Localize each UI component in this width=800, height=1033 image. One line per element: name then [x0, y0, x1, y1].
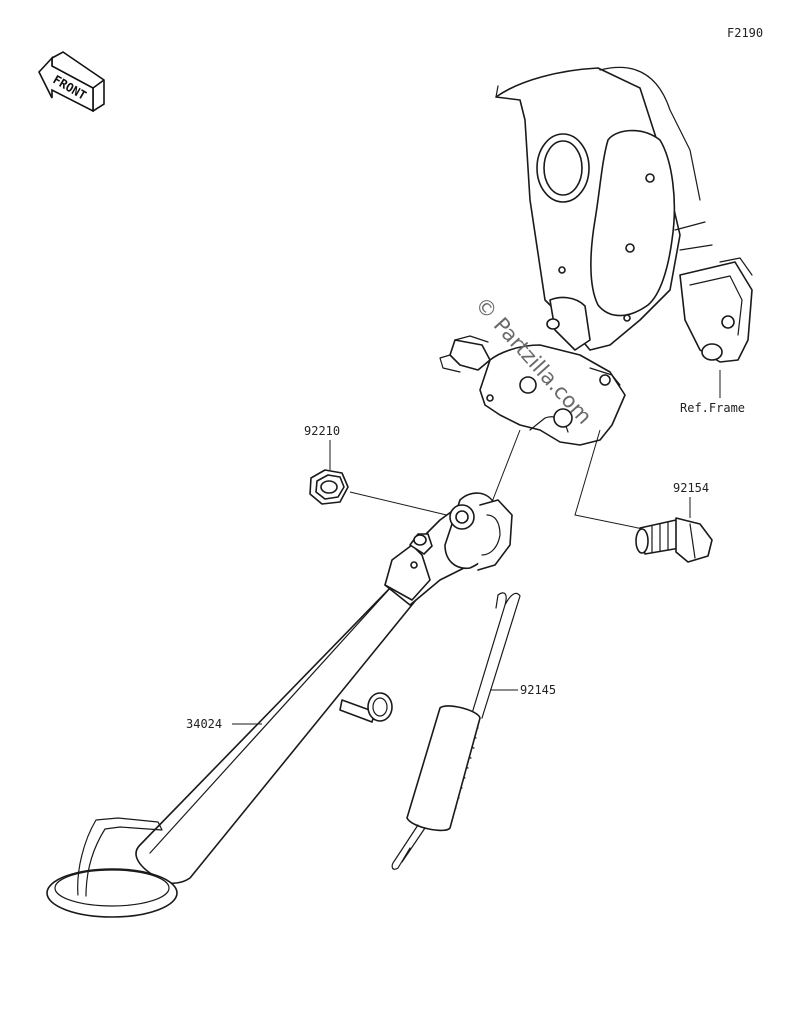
stand-part-number: 34024 — [186, 717, 222, 731]
guide-line-nut — [349, 491, 456, 518]
nut-92210 — [309, 469, 349, 505]
bolt-92154 — [635, 517, 713, 563]
bolt-part-number: 92154 — [673, 481, 709, 495]
side-stand-34024 — [46, 492, 513, 918]
spring-part-number: 92145 — [520, 683, 556, 697]
frame-ref — [439, 66, 753, 446]
front-arrow-icon: FRONT — [38, 51, 105, 113]
ref-frame-label: Ref.Frame — [680, 401, 745, 415]
spring-92145 — [391, 592, 521, 870]
guide-line-pivot — [491, 429, 521, 503]
diagram-code: F2190 — [727, 26, 763, 40]
nut-part-number: 92210 — [304, 424, 340, 438]
guide-line-bolt — [574, 429, 649, 531]
